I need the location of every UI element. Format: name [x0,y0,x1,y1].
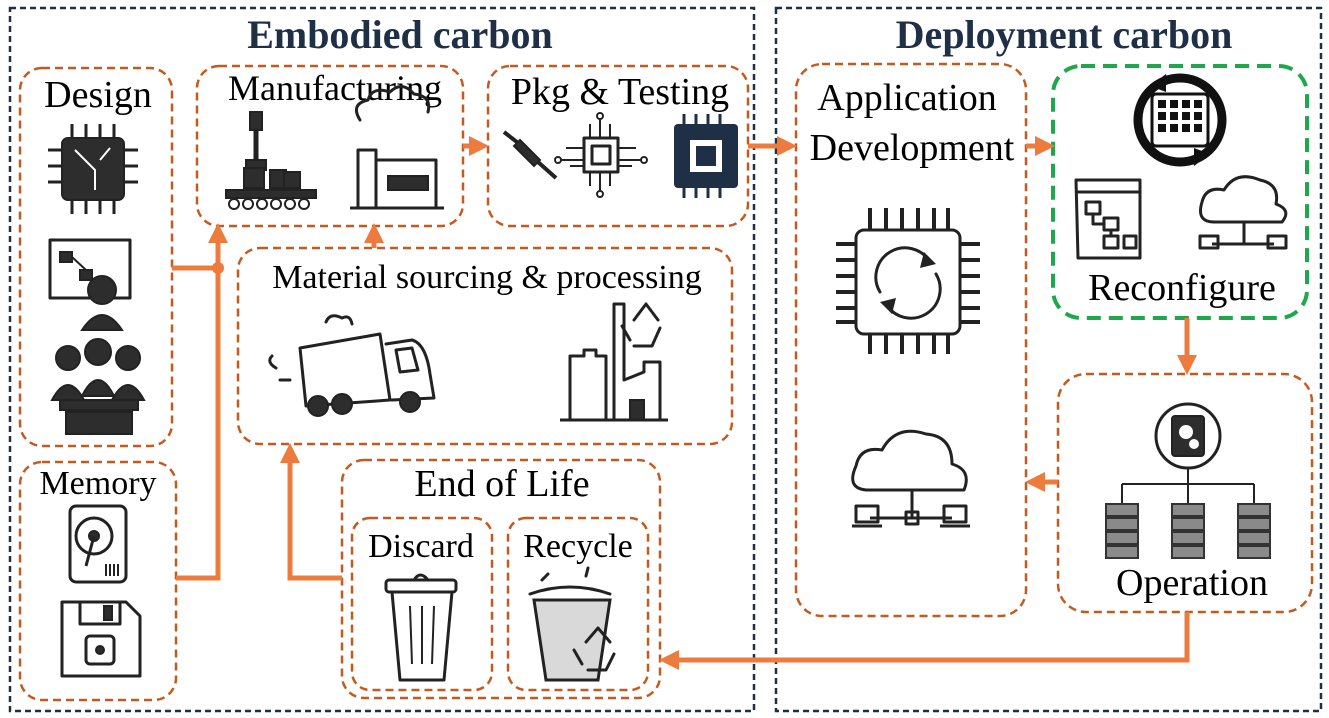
design-to-manufacturing-arrow [172,223,228,271]
discard-label: Discard [368,528,474,565]
design-label: Design [44,74,152,116]
eol-to-material-arrow [280,443,342,581]
app-dev-label-2: Development [810,127,1015,169]
app-dev-label-1: Application [817,77,996,119]
operation-label: Operation [1116,562,1268,604]
memory-label: Memory [39,465,156,502]
end-of-life-label: End of Life [414,463,589,505]
recycle-label: Recycle [523,528,633,565]
refresh-chip-icon [836,208,980,354]
recycle-box [506,516,650,692]
embodied-title: Embodied carbon [247,12,553,57]
processor-icon [674,114,738,198]
material-label: Material sourcing & processing [272,259,702,296]
recycle-bin-icon [528,566,616,682]
reconfigure-box [1051,64,1309,320]
floppy-disk-icon [60,600,142,678]
cloud-network-icon [851,429,970,528]
memory-box [18,460,178,702]
soldering-iron-icon [502,130,558,180]
embodied-panel [8,6,756,713]
design-board-icon [48,238,132,331]
circuit-icon [554,112,648,198]
app-dev-box [794,62,1028,618]
recycling-plant-icon [560,302,668,422]
reconfigure-label: Reconfigure [1088,267,1276,309]
material-box [236,246,734,446]
flowchart-window-icon [1074,178,1142,260]
trash-bin-icon [384,573,458,682]
team-icon [50,338,146,435]
pkg-testing-label: Pkg & Testing [511,71,729,113]
chip-icon [48,124,138,214]
discard-box [350,516,494,692]
memory-to-manufacturing-arrow [176,268,221,581]
hard-disk-icon [68,504,128,584]
rotating-chip-icon [1133,73,1227,167]
factory-icon [350,85,444,210]
manufacturing-label: Manufacturing [228,68,442,108]
robot-arm-icon [225,111,317,210]
cloud-network-small-icon [1198,175,1288,250]
deployment-title: Deployment carbon [896,12,1233,57]
server-settings-icon [1105,402,1271,559]
deployment-panel [774,6,1323,713]
operation-to-recycle-arrow [659,612,1190,670]
truck-icon [268,314,436,417]
design-box [18,66,174,448]
